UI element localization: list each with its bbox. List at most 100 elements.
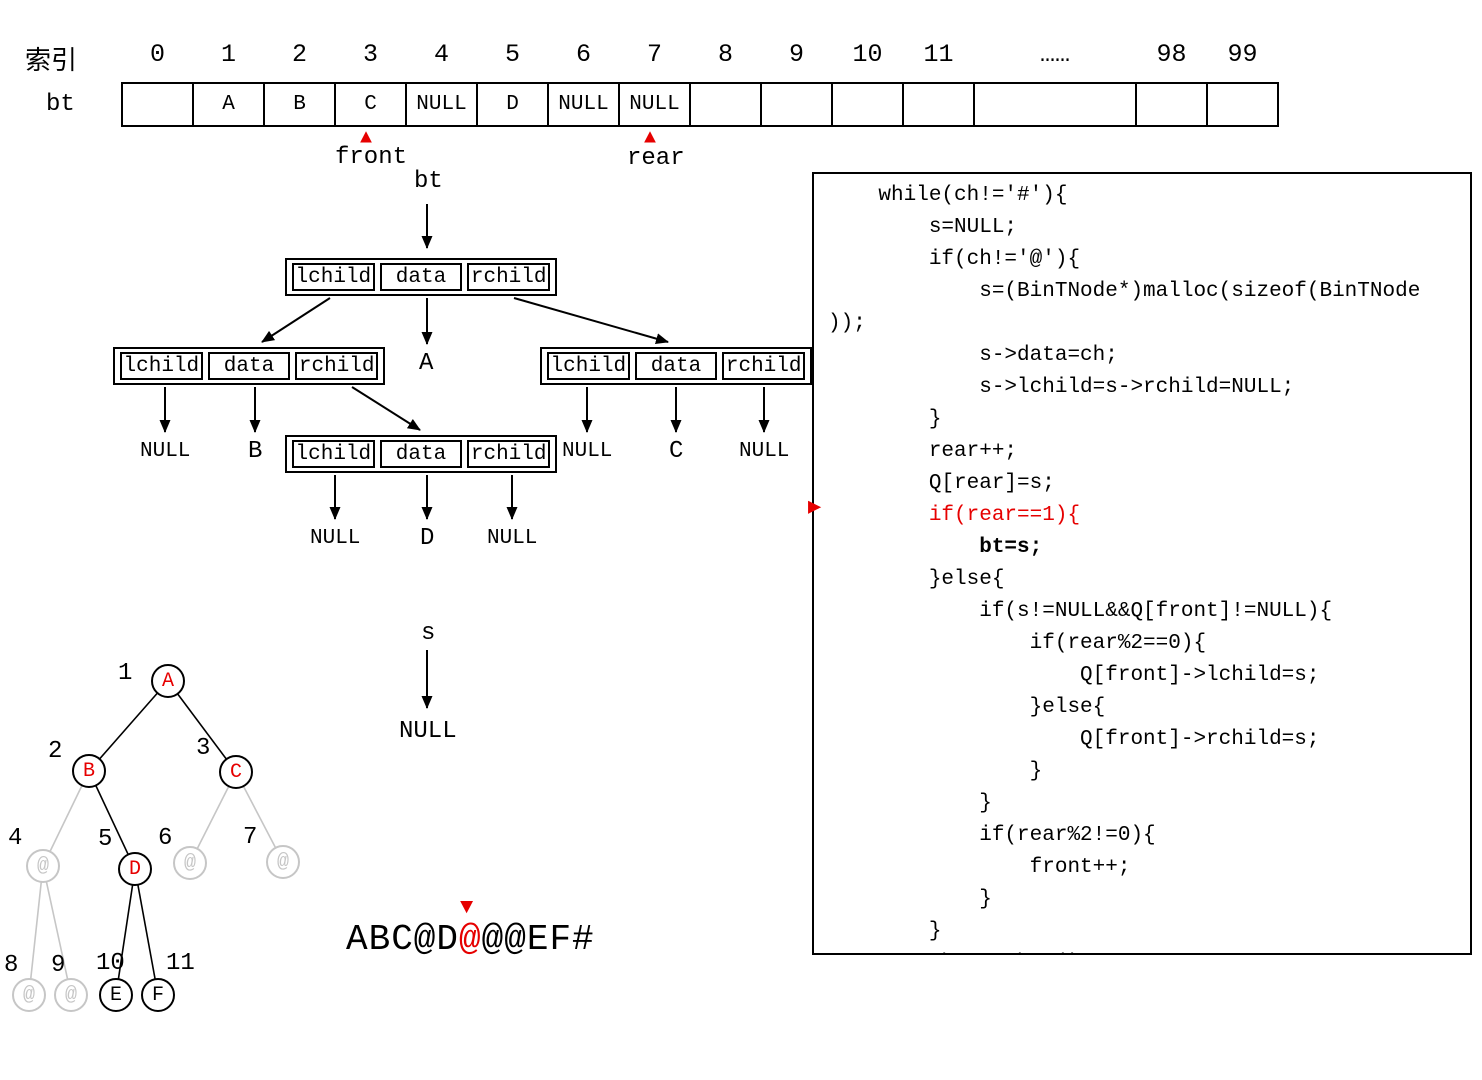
code-line-marker-icon: ▶	[808, 495, 822, 520]
code-line-clipped: ch=getchar();	[828, 948, 1470, 953]
index-label: 8	[717, 39, 733, 69]
tree-node-number: 4	[8, 825, 23, 852]
code-line: Q[front]->lchild=s;	[828, 664, 1320, 687]
array-cell: NULL	[547, 82, 620, 127]
data-field: data	[634, 352, 718, 380]
input-string-current-char: @	[459, 919, 482, 960]
code-panel: while(ch!='#'){ s=NULL; if(ch!='@'){ s=(…	[812, 172, 1472, 955]
tree-node-number: 3	[196, 735, 211, 762]
tree-node-number: 1	[118, 660, 133, 687]
tree-node-number: 10	[96, 950, 125, 977]
tree-node: @	[266, 845, 300, 879]
right-rchild-value: NULL	[739, 440, 790, 463]
code-line: }	[828, 760, 1043, 783]
node-box-root: lchild data rchild	[285, 258, 557, 296]
tree-node: @	[26, 849, 60, 883]
code-line: }else{	[828, 696, 1106, 719]
code-line: Q[front]->rchild=s;	[828, 728, 1320, 751]
right-lchild-value: NULL	[562, 440, 613, 463]
index-label: 99	[1227, 39, 1258, 69]
tree-node-number: 9	[51, 952, 66, 979]
input-caret-icon: ▼	[460, 895, 474, 920]
tree-node: A	[151, 664, 185, 698]
lchild-field: lchild	[292, 440, 375, 468]
code-line: front++;	[828, 856, 1131, 879]
code-line-bold: bt=s;	[828, 536, 1043, 559]
code-line: s->lchild=s->rchild=NULL;	[828, 376, 1295, 399]
array-cell: NULL	[405, 82, 478, 127]
lchild-field: lchild	[292, 263, 375, 291]
index-label: 7	[646, 39, 662, 69]
front-label: front	[335, 144, 408, 171]
rchild-field: rchild	[467, 440, 551, 468]
code-line: Q[rear]=s;	[828, 472, 1055, 495]
array-bt-row-label: bt	[46, 91, 75, 118]
node-box-left: lchild data rchild	[113, 347, 385, 385]
lchild-field: lchild	[120, 352, 203, 380]
code-line: if(s!=NULL&&Q[front]!=NULL){	[828, 600, 1333, 623]
index-label: 6	[575, 39, 591, 69]
array-cell: C	[334, 82, 407, 127]
code-line: }	[828, 792, 992, 815]
s-pointer-value: NULL	[399, 718, 457, 745]
code-line: }else{	[828, 568, 1005, 591]
queue-array: A B C NULL D NULL NULL	[121, 82, 1279, 127]
front-marker-icon: ▲	[360, 127, 373, 150]
tree-node: E	[99, 978, 133, 1012]
inner-rchild-value: NULL	[487, 527, 538, 550]
node-box-inner: lchild data rchild	[285, 435, 557, 473]
input-string-after: @@EF#	[481, 919, 595, 960]
rchild-field: rchild	[295, 352, 379, 380]
code-line: while(ch!='#'){	[828, 184, 1068, 207]
array-cell	[760, 82, 833, 127]
array-cell: D	[476, 82, 549, 127]
tree-node: @	[12, 978, 46, 1012]
right-data-value: C	[669, 438, 684, 465]
left-data-value: B	[248, 438, 263, 465]
array-index-row-label: 索引	[25, 47, 78, 77]
array-cell	[1135, 82, 1208, 127]
rear-marker-icon: ▲	[644, 127, 657, 150]
node-box-right: lchild data rchild	[540, 347, 812, 385]
index-label: 9	[788, 39, 804, 69]
array-cell	[689, 82, 762, 127]
tree-node-number: 6	[158, 825, 173, 852]
data-field: data	[379, 263, 463, 291]
tree-node: C	[219, 755, 253, 789]
code-line: }	[828, 920, 942, 943]
array-cell: B	[263, 82, 336, 127]
code-line: if(rear%2==0){	[828, 632, 1207, 655]
code-line-highlighted: if(rear==1){	[828, 504, 1081, 527]
tree-node: @	[173, 846, 207, 880]
array-cell	[831, 82, 904, 127]
index-ellipsis-label: ……	[1039, 39, 1070, 69]
index-label: 2	[291, 39, 307, 69]
array-cell	[121, 82, 194, 127]
code-line: }	[828, 408, 942, 431]
tree-node-number: 5	[98, 826, 113, 853]
tree-node: @	[54, 978, 88, 1012]
index-label: 0	[149, 39, 165, 69]
tree-node: D	[118, 852, 152, 886]
code-line: s->data=ch;	[828, 344, 1118, 367]
index-label: 1	[220, 39, 236, 69]
code-line: ));	[828, 312, 866, 335]
left-lchild-value: NULL	[140, 440, 191, 463]
input-string: ABC@D@@@EF#	[346, 919, 595, 960]
root-data-value: A	[419, 350, 434, 377]
array-cell: A	[192, 82, 265, 127]
index-label: 11	[923, 39, 954, 69]
index-label: 10	[852, 39, 883, 69]
index-label: 5	[504, 39, 520, 69]
code-line: if(ch!='@'){	[828, 248, 1081, 271]
code-line: }	[828, 888, 992, 911]
tree-node-number: 2	[48, 738, 63, 765]
tree-node: B	[72, 754, 106, 788]
lchild-field: lchild	[547, 352, 630, 380]
rchild-field: rchild	[722, 352, 806, 380]
bt-pointer-label: bt	[414, 168, 443, 195]
array-index-row: 0 1 2 3 4 5 6 7 8 9 10 11 …… 98 99	[121, 37, 1279, 71]
index-label: 4	[433, 39, 449, 69]
array-cell	[1206, 82, 1279, 127]
inner-data-value: D	[420, 525, 435, 552]
